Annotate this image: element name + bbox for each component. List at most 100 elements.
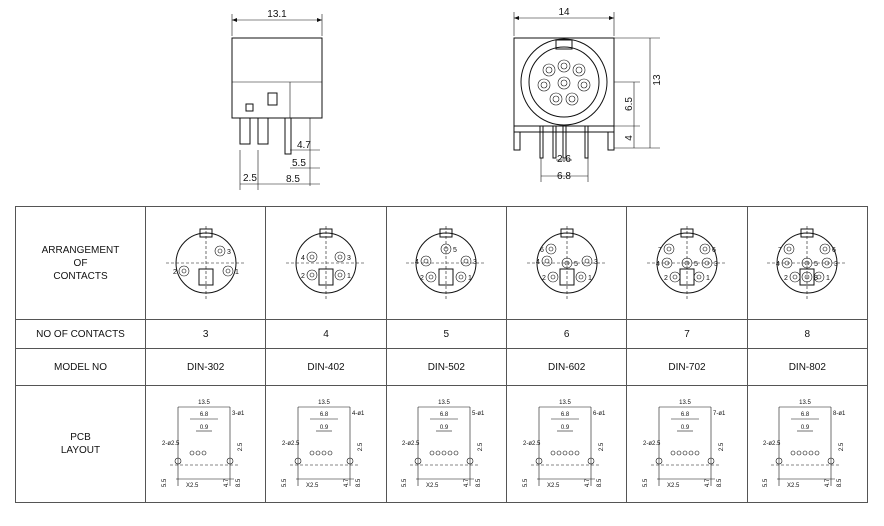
pin-number: 7 bbox=[658, 247, 662, 254]
model-value: DIN-702 bbox=[626, 348, 748, 386]
pin-hole bbox=[222, 265, 233, 277]
pin-hole bbox=[802, 257, 813, 269]
pin bbox=[544, 258, 549, 264]
dim-d4: 8.5 bbox=[286, 174, 300, 185]
pcb-dim-h2: 5.5 bbox=[282, 478, 288, 487]
pin-number: 3 bbox=[834, 261, 838, 268]
dim-d2: 5.5 bbox=[292, 158, 306, 169]
model-value: DIN-402 bbox=[265, 348, 387, 386]
pcb-dim-span: 13.5 bbox=[559, 400, 571, 406]
pcb-pin-callout: 6-ø1 bbox=[593, 411, 606, 417]
pcb-dim-pitch1: 6.8 bbox=[440, 412, 449, 418]
pcb-mount-hole bbox=[467, 457, 474, 465]
pcb-pin-hole bbox=[436, 450, 441, 456]
pin-hole bbox=[701, 257, 713, 269]
pcb-dim-hole: 0.9 bbox=[681, 425, 690, 431]
pcb-pin-hole bbox=[195, 450, 200, 456]
pcb-dim-h2: 5.5 bbox=[402, 478, 408, 487]
pin-number: 5 bbox=[453, 247, 457, 254]
pcb-dim-hole: 0.9 bbox=[440, 425, 449, 431]
pcb-mount-hole bbox=[415, 457, 422, 465]
dim-d3: 2.5 bbox=[243, 173, 257, 184]
pcb-pin-hole bbox=[442, 450, 447, 456]
pin bbox=[225, 268, 230, 274]
pin-number: 6 bbox=[832, 247, 836, 254]
pcb-dim-hole: 0.9 bbox=[801, 425, 810, 431]
pin bbox=[823, 246, 828, 252]
pin bbox=[548, 246, 553, 252]
pin-number: 3 bbox=[227, 249, 231, 256]
pin-number: 1 bbox=[347, 273, 351, 280]
pcb-mount-hole bbox=[655, 457, 663, 465]
front-pin-holes bbox=[537, 59, 591, 106]
shield-tab bbox=[198, 268, 214, 286]
pcb-pin-callout: 5-ø1 bbox=[472, 411, 485, 417]
pin-hole bbox=[820, 243, 831, 255]
pcb-dim-h2: 5.5 bbox=[763, 478, 769, 487]
pin bbox=[666, 246, 672, 252]
pcb-mount-hole bbox=[828, 457, 835, 465]
pcb-dim-h4: 8.5 bbox=[236, 478, 242, 487]
shield-tab bbox=[799, 268, 815, 286]
pcb-dim-h4: 8.5 bbox=[597, 478, 603, 487]
pcb-dim-h4: 8.5 bbox=[837, 478, 843, 487]
pin-hole bbox=[561, 257, 572, 269]
pin bbox=[217, 248, 222, 254]
pin-hole bbox=[822, 257, 833, 269]
pcb-pin-hole bbox=[797, 450, 802, 456]
pcb-mount-callout: 2-ø2.5 bbox=[162, 441, 180, 447]
pcb-mount-hole bbox=[346, 457, 354, 465]
pcb-mount-hole bbox=[587, 457, 594, 465]
pin-hole bbox=[663, 243, 675, 255]
dim-low: 4 bbox=[624, 135, 635, 141]
pcb-pin-hole bbox=[670, 450, 676, 456]
pcb-mount-callout: 2-ø2.5 bbox=[282, 441, 300, 447]
pin bbox=[785, 260, 790, 266]
arrangement-label: ARRANGEMENT OF CONTACTS bbox=[15, 206, 146, 320]
pin bbox=[424, 258, 429, 264]
pcb-pin-hole bbox=[791, 450, 796, 456]
pin-number: 5 bbox=[574, 261, 578, 268]
pcb-dim-span: 13.5 bbox=[679, 400, 691, 406]
dim-mid: 6.5 bbox=[624, 97, 635, 111]
pcb-mount-hole bbox=[707, 457, 715, 465]
dim-span: 6.8 bbox=[557, 171, 571, 182]
pcb-dim-h3: 4.7 bbox=[705, 478, 711, 487]
front-view: 14 2.6 6.8 13 6.5 bbox=[513, 7, 663, 182]
pcb-pin-hole bbox=[688, 450, 694, 456]
pcb-pin-hole bbox=[454, 450, 459, 456]
pcb-pin-hole bbox=[321, 450, 327, 456]
pin-number: 2 bbox=[301, 273, 305, 280]
pcb-dim-pitch1: 6.8 bbox=[560, 412, 569, 418]
pin-hole bbox=[441, 243, 452, 255]
pin-hole bbox=[681, 257, 693, 269]
pcb-dim-h1: 2.5 bbox=[478, 442, 484, 451]
pcb-pin-hole bbox=[676, 450, 682, 456]
pcb-dim-h3: 4.7 bbox=[464, 478, 470, 487]
pin-number: 2 bbox=[420, 275, 424, 282]
pin-hole bbox=[426, 271, 437, 283]
pcb-dim-pitch1: 6.8 bbox=[801, 412, 810, 418]
pin-number: 1 bbox=[588, 275, 592, 282]
pcb-dim-hole: 0.9 bbox=[199, 425, 208, 431]
shield-tab bbox=[679, 268, 695, 286]
pcb-pin-callout: 8-ø1 bbox=[833, 411, 846, 417]
pin bbox=[787, 246, 792, 252]
model-value: DIN-502 bbox=[385, 348, 507, 386]
shield-tab bbox=[559, 268, 575, 286]
row-contacts: NO OF CONTACTS 3 4 5 6 7 8 bbox=[15, 319, 869, 349]
pin bbox=[309, 272, 315, 278]
pcb-dim-h4: 8.5 bbox=[476, 478, 482, 487]
pcb-pin-hole bbox=[309, 450, 315, 456]
pcb-dim-x: X2.5 bbox=[547, 483, 560, 489]
